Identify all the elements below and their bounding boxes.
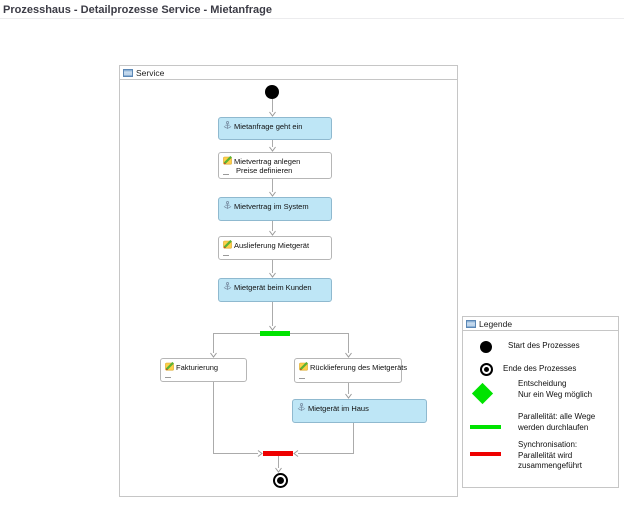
activity-label-line2: Preise definieren	[236, 166, 293, 175]
state-label: Mietvertrag im System	[234, 202, 309, 211]
anchor-icon	[223, 282, 232, 291]
note-icon	[299, 361, 308, 371]
note-icon	[165, 361, 174, 371]
legend-item-text: Synchronisation: Parallelität wird zusam…	[518, 440, 582, 472]
start-node[interactable]	[265, 85, 279, 99]
legend-end-dot	[484, 367, 489, 372]
legend-item-text: Entscheidung Nur ein Weg möglich	[518, 379, 592, 400]
activity-fakturierung[interactable]: Fakturierung	[160, 358, 247, 382]
legend-line: Synchronisation:	[518, 440, 578, 449]
attribute-dash	[165, 377, 171, 378]
legend-item-text: Ende des Prozesses	[503, 364, 576, 375]
frame-icon	[123, 68, 133, 77]
anchor-icon	[223, 121, 232, 130]
state-mietanfrage-geht-ein[interactable]: Mietanfrage geht ein	[218, 117, 332, 140]
state-mietvertrag-im-system[interactable]: Mietvertrag im System	[218, 197, 332, 221]
anchor-icon	[223, 201, 232, 210]
legend-item-text: Parallelität: alle Wege werden durchlauf…	[518, 412, 595, 433]
legend-line: Parallelität wird	[518, 450, 573, 460]
legend-sync-bar	[470, 452, 501, 456]
frame-icon	[466, 319, 476, 328]
activity-label: Fakturierung	[176, 363, 219, 372]
legend-line: werden durchlaufen	[518, 422, 589, 432]
legend-item-text: Start des Prozesses	[508, 341, 580, 352]
legend-end-circle	[480, 363, 493, 376]
anchor-icon	[297, 403, 306, 412]
legend-frame-header: Legende	[463, 317, 618, 331]
legend-parallel-bar	[470, 425, 501, 429]
state-label: Mietgerät im Haus	[308, 404, 369, 413]
legend-frame-label: Legende	[479, 318, 513, 329]
legend-line: zusammengeführt	[518, 461, 583, 470]
state-mietgeraet-im-haus[interactable]: Mietgerät im Haus	[292, 399, 427, 423]
activity-label: Auslieferung Mietgerät	[234, 241, 310, 250]
service-frame-header: Service	[120, 66, 457, 80]
page-title: Prozesshaus - Detailprozesse Service - M…	[3, 4, 272, 16]
legend-line: Nur ein Weg möglich	[518, 389, 593, 399]
legend-start-circle	[480, 341, 492, 353]
activity-label: Mietvertrag anlegen	[234, 157, 301, 166]
attribute-dash	[223, 174, 229, 175]
legend-line: Ende des Prozesses	[503, 364, 577, 373]
end-node-dot	[277, 477, 284, 484]
activity-mietvertrag-anlegen[interactable]: Mietvertrag anlegen Preise definieren	[218, 152, 332, 179]
state-label: Mietgerät beim Kunden	[234, 283, 312, 292]
legend-line: Entscheidung	[518, 379, 567, 388]
fork-bar[interactable]	[260, 331, 290, 336]
end-node[interactable]	[273, 473, 288, 488]
attribute-dash	[299, 378, 305, 379]
legend-line: Start des Prozesses	[508, 341, 580, 350]
join-bar[interactable]	[263, 451, 293, 456]
legend-line: Parallelität: alle Wege	[518, 412, 596, 421]
state-label: Mietanfrage geht ein	[234, 122, 303, 131]
title-separator	[0, 18, 624, 19]
note-icon	[223, 155, 232, 165]
activity-auslieferung-mietgeraet[interactable]: Auslieferung Mietgerät	[218, 236, 332, 260]
attribute-dash	[223, 255, 229, 256]
activity-ruecklieferung-des-mietgeraets[interactable]: Rücklieferung des Mietgeräts	[294, 358, 407, 383]
note-icon	[223, 239, 232, 249]
activity-label: Rücklieferung des Mietgeräts	[310, 363, 408, 372]
state-mietgeraet-beim-kunden[interactable]: Mietgerät beim Kunden	[218, 278, 332, 302]
service-frame-label: Service	[136, 67, 165, 78]
